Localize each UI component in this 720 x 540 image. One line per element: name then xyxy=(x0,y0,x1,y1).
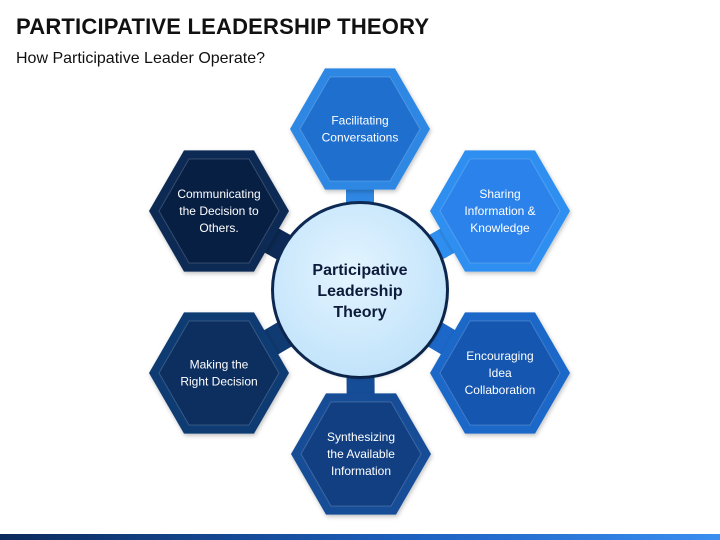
hexagon-communicating-label-line: Communicating xyxy=(177,187,260,201)
slide-subtitle: How Participative Leader Operate? xyxy=(16,50,266,67)
hexagon-making-inner xyxy=(158,320,280,426)
hexagon-synthesizing-label-line: Synthesizing xyxy=(327,430,395,444)
hexagon-sharing-inner xyxy=(439,158,561,264)
hexagon-sharing-label-line: Sharing xyxy=(479,187,520,201)
hexagon-synthesizing-label-line: the Available xyxy=(327,447,395,461)
hexagon-communicating-label-line: the Decision to xyxy=(179,204,259,218)
center-circle xyxy=(274,204,446,376)
hexagon-communicating-label: Communicating the Decision to Others. xyxy=(177,187,260,235)
hexagon-sharing-label-line: Knowledge xyxy=(470,221,530,235)
hexagon-facilitating-label-line: Facilitating xyxy=(331,114,388,128)
hexagon-communicating-inner xyxy=(158,158,280,264)
hexagon-communicating-label-line: Others. xyxy=(199,221,238,235)
center-label-line: Leadership xyxy=(317,283,403,300)
bottom-accent-bar xyxy=(0,534,720,540)
hexagon-encouraging-label-line: Collaboration xyxy=(465,383,536,397)
center-label-line: Theory xyxy=(333,304,386,321)
hexagon-synthesizing-label-line: Information xyxy=(331,464,391,478)
center-label-line: Participative xyxy=(312,262,407,279)
slide-title: PARTICIPATIVE LEADERSHIP THEORY xyxy=(16,14,430,39)
hexagon-making-label-line: Right Decision xyxy=(180,375,257,389)
hexagon-sharing-label-line: Information & xyxy=(464,204,535,218)
hexagon-facilitating-label-line: Conversations xyxy=(322,131,399,145)
hexagon-synthesizing-inner xyxy=(300,401,422,507)
hexagon-encouraging-label-line: Encouraging xyxy=(466,349,533,363)
hexagon-making-label-line: Making the xyxy=(190,358,249,372)
hexagon-encouraging-inner xyxy=(439,320,561,426)
hexagon-encouraging-label-line: Idea xyxy=(488,366,512,380)
hexagon-facilitating-inner xyxy=(299,76,421,182)
